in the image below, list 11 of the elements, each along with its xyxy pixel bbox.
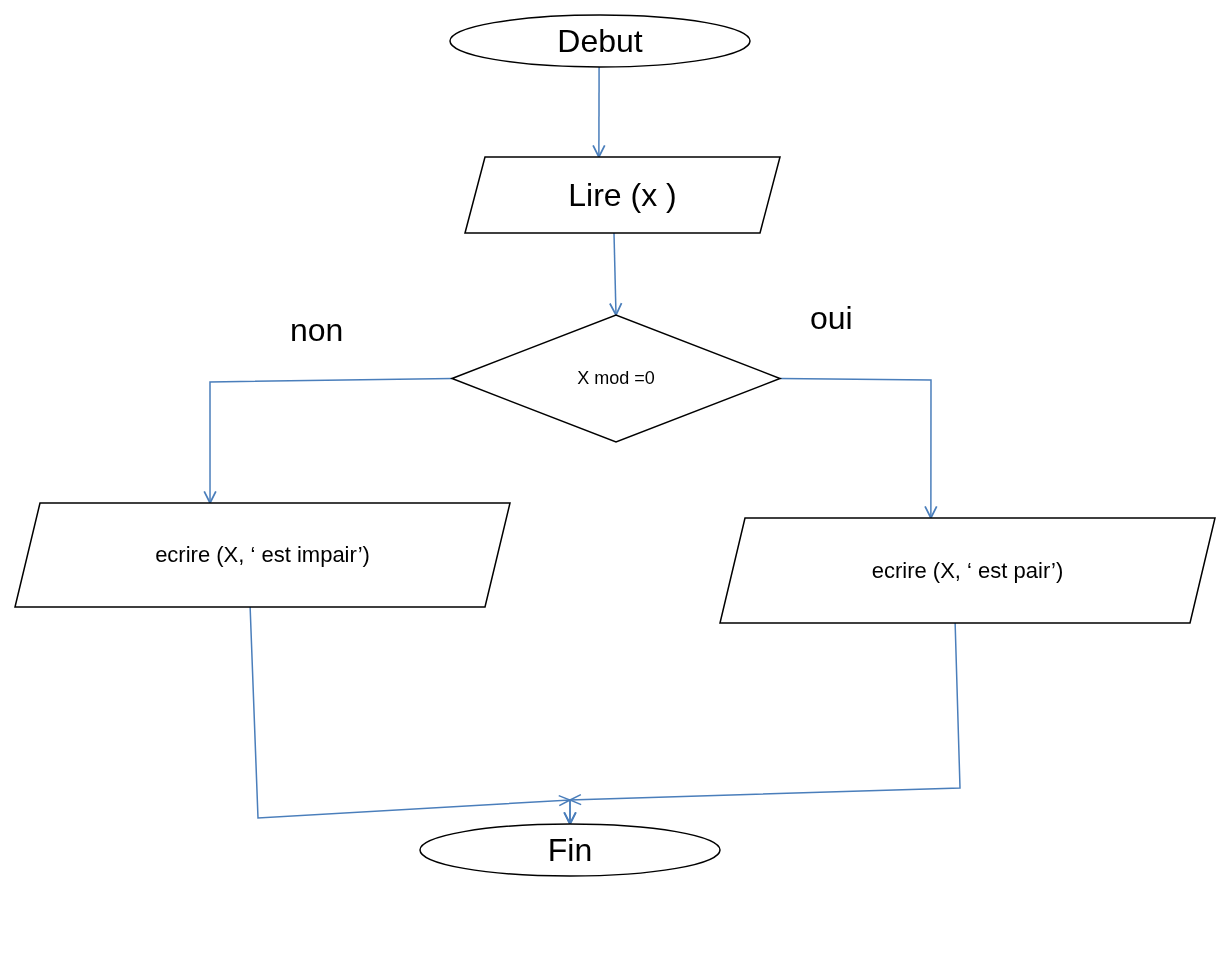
node-text: ecrire (X, ‘ est impair’) (155, 542, 370, 568)
arrow (609, 232, 623, 316)
arrow (592, 66, 606, 158)
node-text: Debut (557, 22, 643, 60)
arrow (203, 377, 453, 504)
node-text: Lire (x ) (568, 176, 677, 214)
node-text: ecrire (X, ‘ est pair’) (871, 557, 1064, 584)
node-text: Fin (547, 831, 593, 869)
node-text: X mod =0 (577, 368, 655, 389)
arrow (563, 622, 961, 825)
arrow (779, 377, 938, 519)
